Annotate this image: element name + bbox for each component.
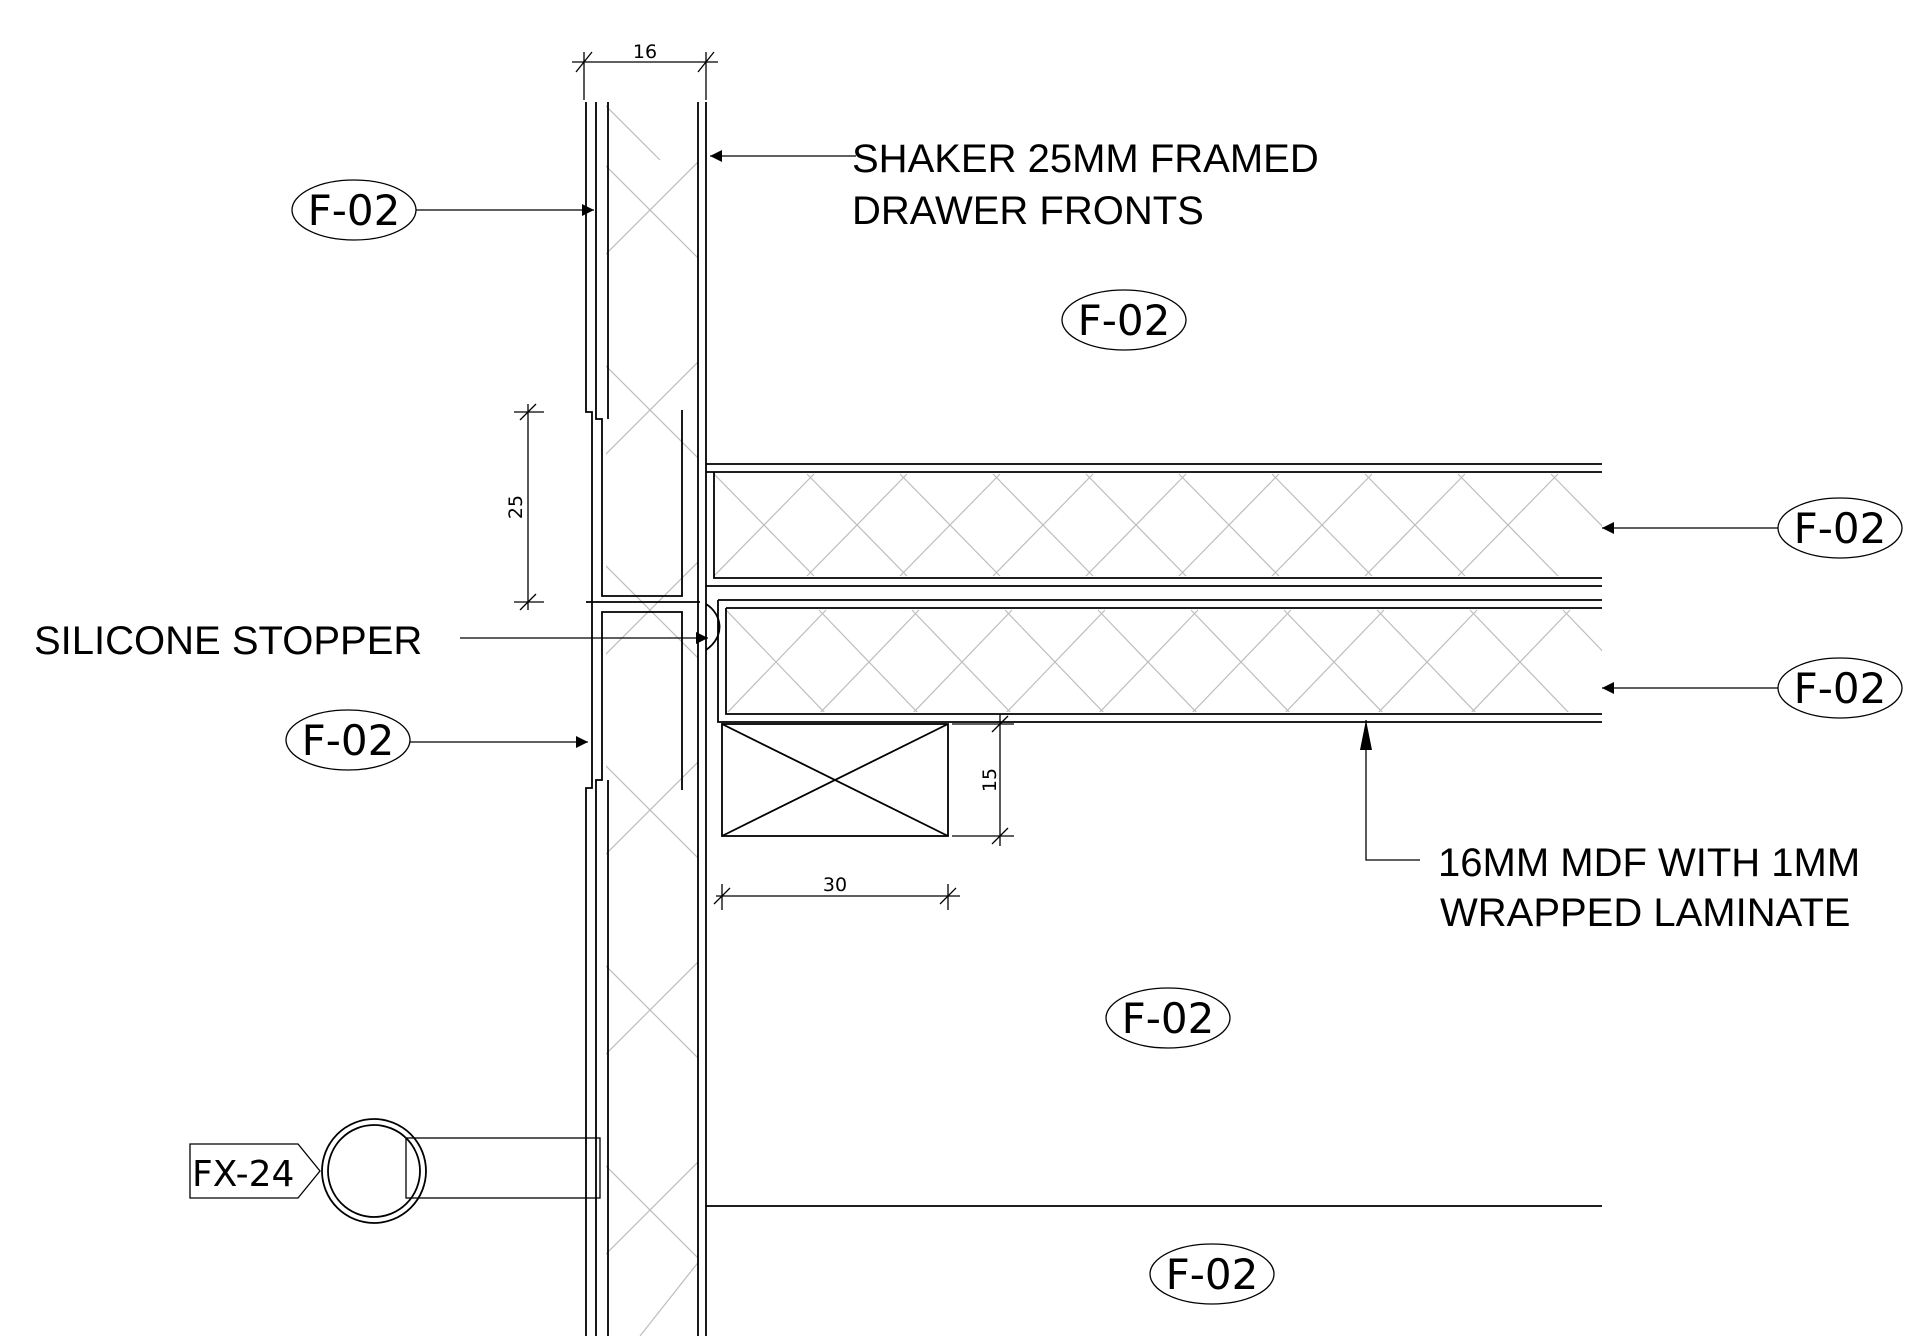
dim-frame-width: 25: [505, 403, 544, 611]
material-tag: F-02: [1777, 657, 1903, 719]
leaders: [410, 150, 1778, 861]
tag-f02-label: F-02: [1794, 664, 1887, 713]
material-tag: F-02: [1777, 497, 1903, 559]
material-tag: F-02: [1149, 1243, 1275, 1305]
note-drawer-fronts-line1: SHAKER 25MM FRAMED: [852, 137, 1319, 181]
runner-block: [721, 723, 949, 837]
material-tag: F-02: [1061, 289, 1187, 351]
tag-f02-label: F-02: [302, 716, 395, 765]
silicone-stopper: [705, 603, 721, 651]
material-tag: F-02: [1105, 987, 1231, 1049]
material-tag: F-02: [285, 709, 411, 771]
knob-fixture: FX-24: [189, 1118, 601, 1224]
panel-hatch: [606, 105, 698, 1336]
note-mdf-line1: 16MM MDF WITH 1MM: [1438, 841, 1860, 885]
note-silicone-stopper: SILICONE STOPPER: [34, 619, 422, 663]
tag-f02-label: F-02: [308, 186, 401, 235]
dim-runner-width: 30: [713, 874, 960, 910]
dim-30-label: 30: [823, 874, 847, 896]
note-mdf-line2: WRAPPED LAMINATE: [1440, 891, 1850, 935]
dim-panel-thickness: 16: [572, 41, 718, 100]
dim-16-label: 16: [633, 41, 657, 63]
dim-15-label: 15: [979, 768, 1001, 792]
tag-f02-label: F-02: [1166, 1250, 1259, 1299]
tag-fx24-label: FX-24: [192, 1154, 294, 1195]
tag-f02-label: F-02: [1078, 296, 1171, 345]
note-drawer-fronts-line2: DRAWER FRONTS: [852, 189, 1204, 233]
material-tag: F-02: [291, 179, 417, 241]
tag-f02-label: F-02: [1794, 504, 1887, 553]
upper-shelf: [706, 463, 1602, 587]
dim-runner-height: 15: [952, 714, 1014, 846]
lower-shelf: [717, 599, 1602, 723]
dim-25-label: 25: [505, 495, 527, 519]
drawer-front-panel: [585, 102, 707, 1336]
tag-f02-label: F-02: [1122, 994, 1215, 1043]
